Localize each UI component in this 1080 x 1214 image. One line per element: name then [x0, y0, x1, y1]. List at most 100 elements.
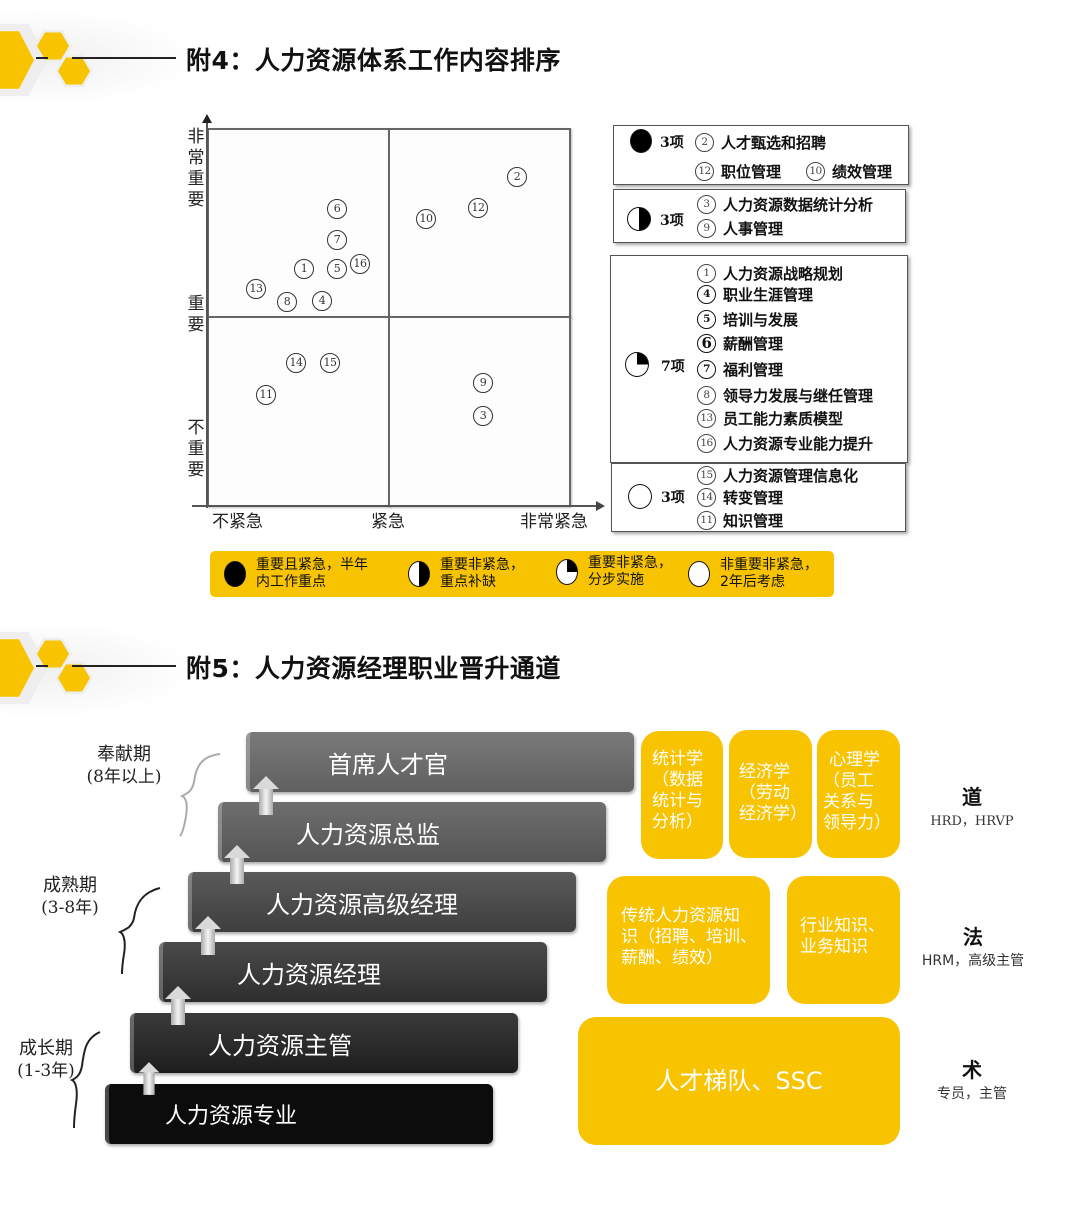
item-label: 人力资源数据统计分析: [723, 196, 874, 214]
item-number: 14: [697, 488, 716, 507]
knowledge-text: 行业知识、: [800, 916, 885, 936]
section4-title: 附4：人力资源体系工作内容排序: [186, 46, 561, 75]
level-roles: HRM，高级主管: [921, 953, 1025, 969]
knowledge-text: 识（招聘、培训、: [621, 927, 757, 947]
y-axis-arrow-icon: [202, 114, 212, 123]
quadrant-important-not-urgent: [207, 128, 390, 318]
matrix-point-12: 12: [468, 198, 488, 218]
ladder-step-specialist: 人力资源专业: [105, 1084, 493, 1144]
item-number: 16: [697, 434, 716, 453]
brace-icon: [69, 1031, 101, 1129]
legend-text: 重要且紧急，半年: [256, 557, 368, 573]
matrix-point-7: 7: [327, 230, 347, 250]
up-arrow-icon: [253, 776, 279, 815]
item-label: 知识管理: [723, 512, 784, 530]
item-label: 员工能力素质模型: [723, 410, 844, 428]
stage-range: (3-8年): [41, 898, 99, 918]
quarter-circle-icon: [625, 352, 649, 377]
x-label-very-urgent: 非常紧急: [520, 512, 588, 532]
matrix-point-2: 2: [507, 167, 527, 187]
legend-text: 分步实施: [588, 572, 644, 588]
section4-header: 附4：人力资源体系工作内容排序: [0, 8, 620, 108]
stage-name: 成熟期: [43, 875, 97, 896]
item-number: 9: [697, 219, 716, 238]
item-label: 人力资源战略规划: [723, 265, 844, 283]
knowledge-text: 分析）: [652, 812, 703, 832]
group-count: 3项: [660, 213, 684, 229]
x-label-not-urgent: 不紧急: [212, 512, 263, 532]
ladder-step-cho: 首席人才官: [246, 732, 634, 792]
item-number: 8: [697, 386, 716, 405]
ladder-step-hr-director: 人力资源总监: [218, 802, 606, 862]
legend-text: 内工作重点: [256, 574, 326, 590]
item-label: 培训与发展: [723, 311, 799, 329]
stage-range: (1-3年): [17, 1061, 75, 1081]
legend-text: 2年后考虑: [720, 574, 785, 590]
legend-text: 重要非紧急，: [588, 555, 672, 571]
legend-text: 重点补缺: [440, 574, 496, 590]
legend-bar: 重要且紧急，半年内工作重点 重要非紧急，重点补缺 重要非紧急，分步实施 非重要非…: [210, 551, 834, 597]
level-shu: 术 专员，主管: [922, 1054, 1022, 1103]
item-label: 人力资源管理信息化: [723, 467, 859, 485]
item-number: 11: [697, 511, 716, 530]
group-box-important-not-urgent: 3项 3 人力资源数据统计分析 9 人事管理: [613, 189, 906, 243]
knowledge-text: 关系与: [823, 792, 874, 812]
ladder-label: 人力资源高级经理: [266, 890, 458, 919]
stage-range: (8年以上): [86, 767, 162, 787]
matrix-point-3: 3: [473, 406, 493, 426]
quadrant-important-urgent: [388, 128, 571, 318]
knowledge-text: 领导力）: [823, 813, 891, 833]
x-axis: [192, 505, 602, 507]
level-roles: 专员，主管: [937, 1086, 1007, 1102]
knowledge-economics: 经济学 （劳动 经济学）: [729, 730, 812, 858]
item-number: 4: [697, 285, 716, 304]
level-name: 术: [962, 1058, 982, 1082]
matrix-point-14: 14: [286, 353, 306, 373]
stage-name: 奉献期: [97, 744, 151, 765]
stage-growth: 成长期 (1-3年): [0, 1038, 92, 1082]
item-number: 7: [697, 360, 716, 379]
half-circle-icon: [408, 561, 430, 587]
item-number: 13: [697, 409, 716, 428]
item-label: 人才甄选和招聘: [721, 134, 827, 152]
item-number: 5: [697, 310, 716, 329]
stage-name: 成长期: [19, 1038, 73, 1059]
matrix-point-15: 15: [320, 353, 340, 373]
knowledge-text: 业务知识: [800, 937, 868, 957]
legend-text: 非重要非紧急，: [720, 557, 818, 573]
matrix-point-11: 11: [256, 385, 276, 405]
item-label: 职业生涯管理: [723, 286, 814, 304]
level-name: 道: [962, 785, 982, 809]
section5-header: 附5：人力资源经理职业晋升通道: [0, 620, 620, 720]
ladder-step-senior-manager: 人力资源高级经理: [188, 872, 576, 932]
knowledge-psychology: 心理学 （员工 关系与 领导力）: [817, 730, 900, 858]
group-count: 3项: [661, 490, 685, 506]
item-number: 3: [697, 195, 716, 214]
y-label-not-important: 不重要: [187, 418, 205, 480]
knowledge-text: 统计学: [652, 749, 703, 769]
matrix-point-8: 8: [277, 292, 297, 312]
brace-icon: [179, 753, 221, 837]
ladder-label: 人力资源主管: [208, 1031, 352, 1060]
matrix-point-16: 16: [350, 254, 370, 274]
group-count: 7项: [661, 359, 685, 375]
full-circle-icon: [224, 561, 246, 587]
knowledge-traditional-hr: 传统人力资源知 识（招聘、培训、 薪酬、绩效）: [607, 876, 770, 1004]
knowledge-text: （数据: [652, 770, 703, 790]
y-label-important: 重要: [187, 294, 205, 335]
item-label: 人事管理: [723, 220, 784, 238]
item-label: 人力资源专业能力提升: [723, 435, 874, 453]
section5-title: 附5：人力资源经理职业晋升通道: [186, 654, 561, 683]
knowledge-text: 经济学: [739, 762, 790, 782]
item-label: 转变管理: [723, 489, 784, 507]
item-label: 薪酬管理: [723, 335, 784, 353]
quadrant-not-important-not-urgent: [207, 316, 390, 507]
item-number: 10: [806, 162, 825, 181]
legend-text: 重要非紧急，: [440, 557, 524, 573]
up-arrow-icon: [165, 986, 191, 1025]
item-label: 领导力发展与继任管理: [723, 387, 874, 405]
up-arrow-icon: [224, 845, 250, 884]
